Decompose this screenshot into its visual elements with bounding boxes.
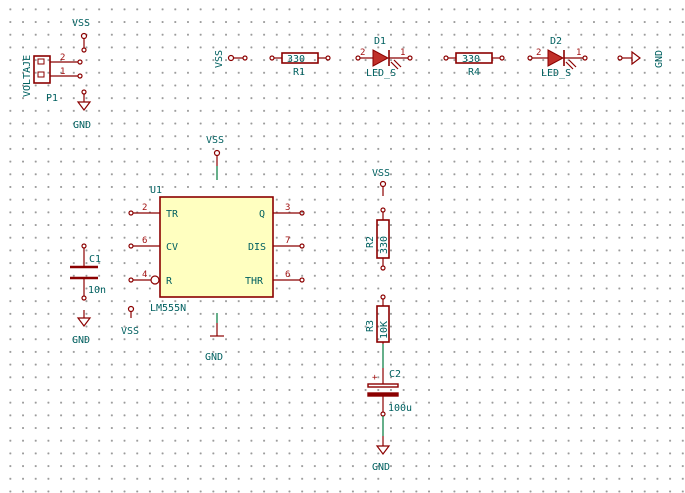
p1-pin-1: 1 <box>60 67 65 77</box>
d1-reference: D1 <box>374 36 386 47</box>
r3-reference: R3 <box>365 320 376 332</box>
vss-p1-label: VSS <box>72 18 90 29</box>
vss-row-label: VSS <box>214 50 225 68</box>
u1-reference: U1 <box>150 185 162 196</box>
u1-pin-num-cv: 6 <box>142 236 147 246</box>
led-d1[interactable]: 2 1 D1 LED_S <box>355 36 413 79</box>
u1-pin-name-thr: THR <box>245 276 264 287</box>
p1-reference: P1 <box>46 93 58 104</box>
capacitor-c1[interactable]: C1 10n <box>70 243 106 301</box>
c2-reference: C2 <box>389 369 401 380</box>
c1-value: 10n <box>88 285 106 296</box>
u1-pin-num-dis: 7 <box>285 236 290 246</box>
r4-reference: R4 <box>468 67 480 78</box>
c2-value: 100u <box>388 403 412 414</box>
u1-pin-name-dis: DIS <box>248 242 266 253</box>
d2-reference: D2 <box>550 36 562 47</box>
u1-pin-name-cv: CV <box>166 242 178 253</box>
r1-value: 330 <box>287 54 305 65</box>
power-vss-reset[interactable]: VSS <box>121 305 139 338</box>
resistor-r1[interactable]: 330 R1 <box>269 52 331 78</box>
power-vss-u1[interactable]: VSS <box>206 135 224 180</box>
led-d2[interactable]: 2 1 D2 LED_S <box>527 36 588 79</box>
u1-pin-num-thr: 6 <box>285 270 290 280</box>
u1-pin-name-r: R <box>166 276 173 287</box>
resistor-r3[interactable]: 10K R3 <box>365 294 390 344</box>
d2-pin-anode: 2 <box>536 48 541 58</box>
connector-p1[interactable]: 2 1 P1 VOLTAJE <box>22 53 83 104</box>
vss-u1-label: VSS <box>206 135 224 146</box>
power-vss-p1[interactable]: VSS <box>72 18 90 53</box>
power-gnd-u1[interactable]: GND <box>205 313 224 363</box>
d2-pin-cathode: 1 <box>576 48 581 58</box>
d1-pin-cathode: 1 <box>400 48 405 58</box>
gnd-p1-label: GND <box>73 120 91 131</box>
u1-value: LM555N <box>150 303 186 314</box>
gnd-u1-label: GND <box>205 352 223 363</box>
r1-reference: R1 <box>293 67 305 78</box>
power-vss-row[interactable]: VSS <box>214 50 248 68</box>
vss-reset-label: VSS <box>121 326 139 337</box>
c1-reference: C1 <box>89 254 101 265</box>
d1-pin-anode: 2 <box>360 48 365 58</box>
resistor-r2[interactable]: 330 R2 <box>365 207 390 271</box>
gnd-c2-label: GND <box>372 462 390 473</box>
power-gnd-c2[interactable]: GND <box>372 416 391 473</box>
gnd-c1-label: GND <box>72 335 90 346</box>
r3-value: 10K <box>379 321 390 339</box>
u1-pin-name-tr: TR <box>166 209 179 220</box>
ic-u1[interactable]: 2 6 4 3 7 6 TR CV R Q DIS THR U1 LM555N <box>128 185 305 314</box>
u1-pin-num-tr: 2 <box>142 203 147 213</box>
p1-pin-2: 2 <box>60 53 65 63</box>
power-gnd-c1[interactable]: GND <box>72 310 92 346</box>
r2-value: 330 <box>379 236 390 254</box>
u1-pin-num-q: 3 <box>285 203 290 213</box>
r4-value: 330 <box>462 54 480 65</box>
vss-r2-label: VSS <box>372 168 390 179</box>
power-gnd-row[interactable]: GND <box>617 50 665 68</box>
resistor-r4[interactable]: 330 R4 <box>443 52 505 78</box>
u1-pin-num-r: 4 <box>142 270 147 280</box>
d1-value: LED_S <box>366 68 396 79</box>
c2-polarity: + <box>372 373 378 383</box>
u1-pin-name-q: Q <box>259 209 265 220</box>
gnd-row-label: GND <box>654 50 665 68</box>
power-gnd-p1[interactable]: GND <box>73 89 92 131</box>
capacitor-c2[interactable]: + C2 100u <box>367 368 412 417</box>
r2-reference: R2 <box>365 236 376 248</box>
power-vss-r2[interactable]: VSS <box>372 168 390 196</box>
p1-value: VOLTAJE <box>22 55 33 97</box>
d2-value: LED_S <box>541 68 571 79</box>
